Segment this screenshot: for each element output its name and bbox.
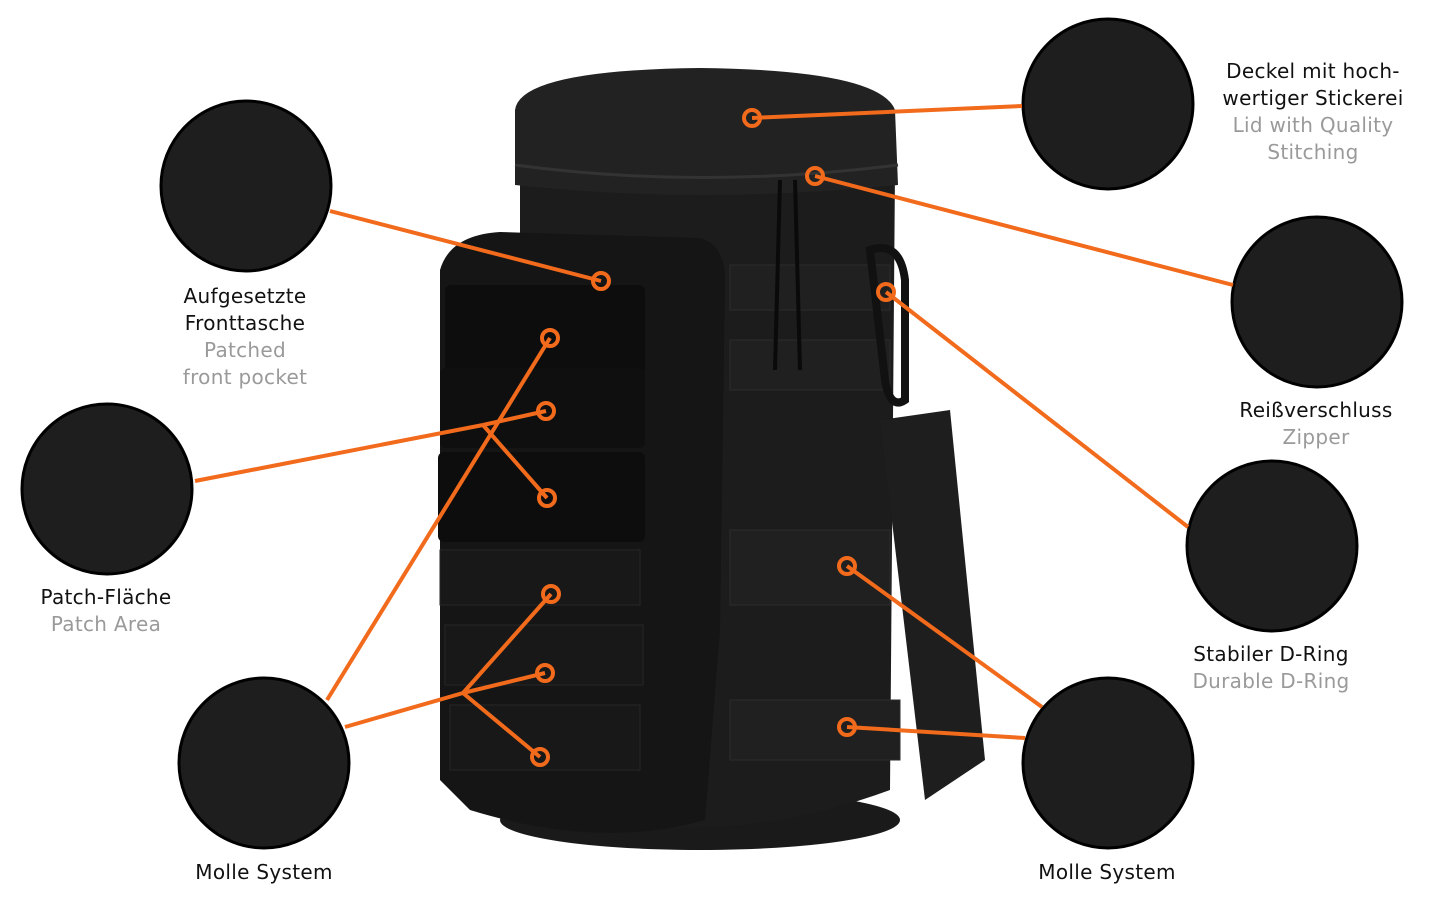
- label-en: front pocket: [182, 365, 308, 389]
- detail-circle-molle-left: [177, 676, 351, 850]
- label-en: Zipper: [1282, 425, 1350, 449]
- label-zipper: Reißverschluss Zipper: [1239, 397, 1392, 451]
- label-patch: Patch-Fläche Patch Area: [40, 584, 171, 638]
- label-de: Fronttasche: [184, 311, 306, 335]
- label-de: Stabiler D-Ring: [1193, 642, 1349, 666]
- label-en: Patched: [203, 338, 287, 362]
- label-en: Lid with Quality: [1232, 113, 1394, 137]
- label-molle-left: Molle System: [195, 859, 332, 886]
- detail-circle-molle-right: [1021, 676, 1195, 850]
- label-de: Molle System: [195, 860, 333, 884]
- detail-circle-zipper: [1230, 215, 1404, 389]
- callout-dots: [530, 108, 896, 767]
- label-dring: Stabiler D-Ring Durable D-Ring: [1192, 641, 1349, 695]
- label-front-pocket: Aufgesetzte Fronttasche Patched front po…: [183, 283, 307, 391]
- label-de: Deckel mit hoch-: [1226, 59, 1400, 83]
- detail-circle-dring: [1185, 459, 1359, 633]
- label-lid: Deckel mit hoch- wertiger Stickerei Lid …: [1222, 58, 1403, 166]
- label-de: Molle System: [1038, 860, 1176, 884]
- bag-image: [438, 68, 985, 850]
- label-molle-right: Molle System: [1038, 859, 1175, 886]
- label-de: Reißverschluss: [1239, 398, 1393, 422]
- label-de: Aufgesetzte: [183, 284, 307, 308]
- label-de: Patch-Fläche: [40, 585, 172, 609]
- detail-circle-patch: [20, 402, 194, 576]
- label-en: Durable D-Ring: [1192, 669, 1350, 693]
- detail-circle-front-pocket: [159, 99, 333, 273]
- detail-circle-lid: [1021, 17, 1195, 191]
- label-en: Patch Area: [50, 612, 162, 636]
- callout-lines: [194, 104, 1234, 759]
- label-en: Stitching: [1267, 140, 1359, 164]
- label-de: wertiger Stickerei: [1222, 86, 1404, 110]
